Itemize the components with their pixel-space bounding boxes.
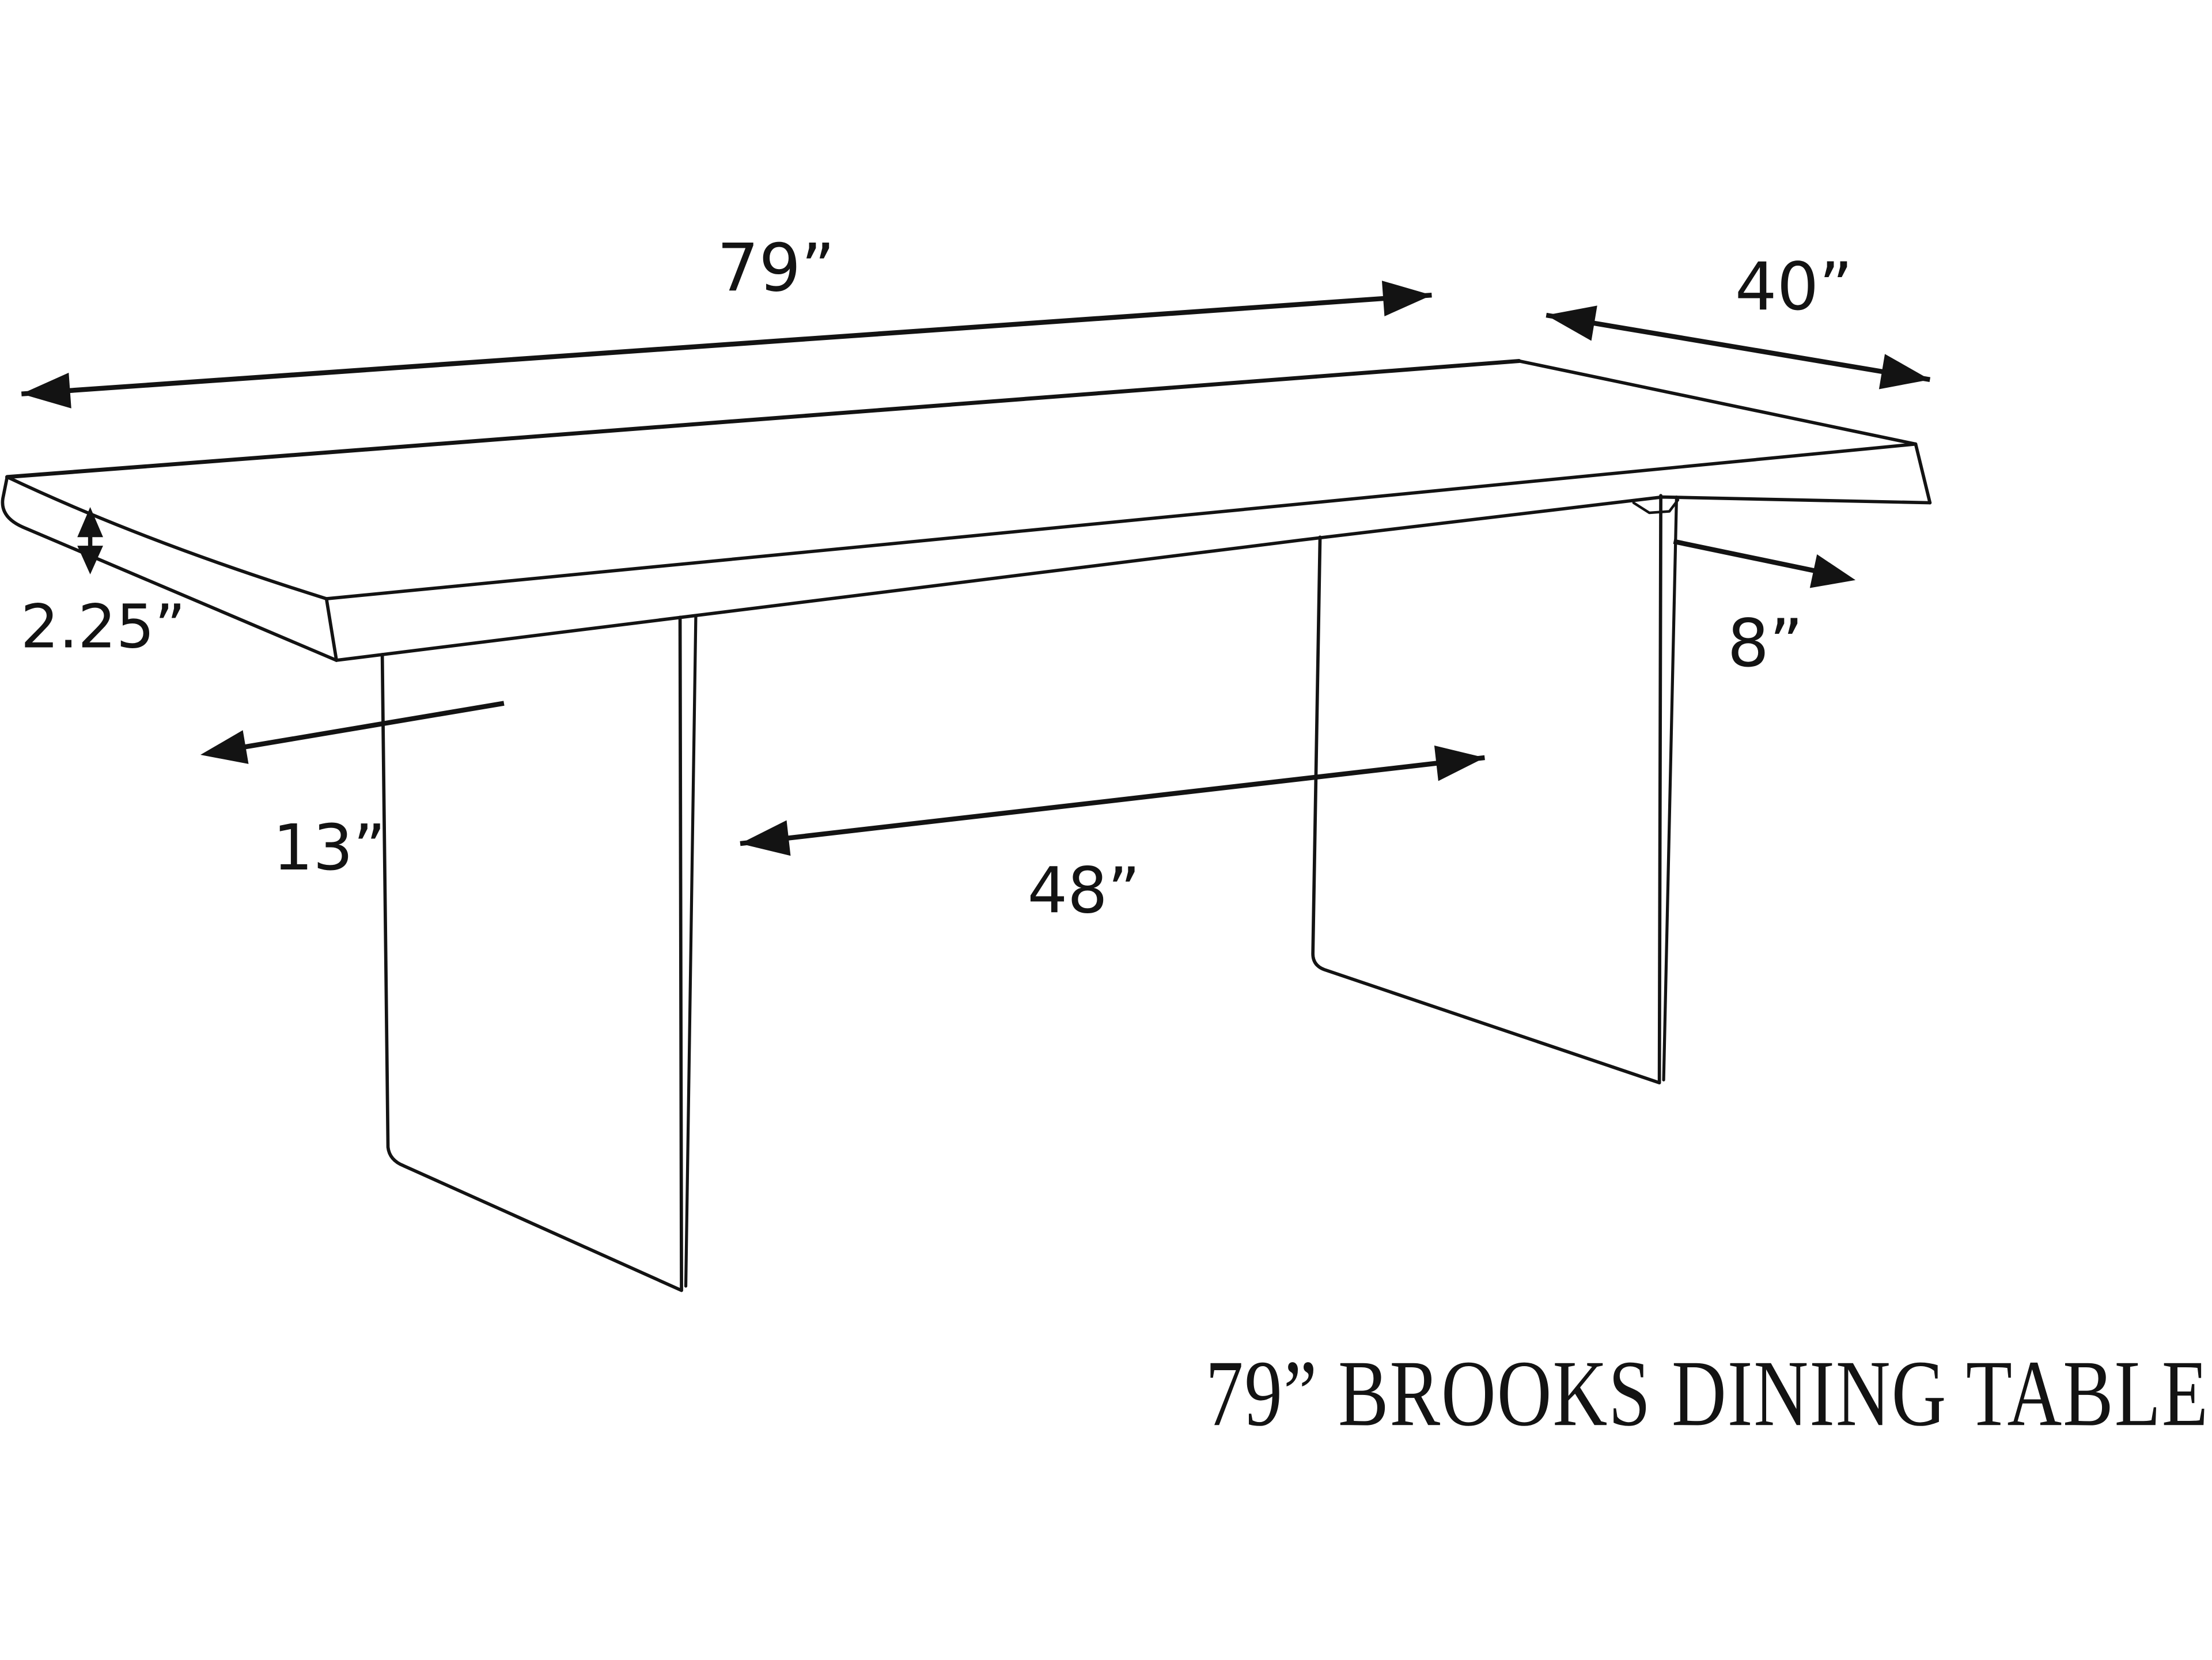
leg-width-dimension-line [1673, 539, 1819, 574]
tabletop-left-end-ridge [5, 475, 328, 600]
dimension-table-width: 40” [1546, 248, 1931, 390]
right-leg-mount-notch [1632, 498, 1680, 515]
leg-spacing-dimension-line [740, 755, 1485, 846]
table-width-right-arrowhead-icon [1878, 354, 1930, 390]
table-width-left-arrowhead-icon [1546, 305, 1597, 341]
dimension-leg-spacing: 48” [740, 745, 1485, 927]
tabletop-left-end-bottom-edge [1, 475, 338, 662]
leg-inset-dimension-line [240, 701, 505, 750]
table-drawing [1, 359, 1932, 1292]
left-leg-side-edge [684, 614, 698, 1288]
right-leg-side-edge [1662, 496, 1679, 1082]
dimension-table-length: 79” [21, 230, 1432, 409]
leg-spacing-label: 48” [1028, 853, 1141, 927]
leg-width-label: 8” [1728, 605, 1804, 682]
tabletop-back-edge [5, 359, 1521, 479]
tabletop-front-left-corner-edge [324, 597, 338, 662]
leg-inset-arrowhead-icon [200, 730, 249, 764]
table-length-dimension-line [21, 292, 1432, 396]
leg-inset-label: 13” [273, 811, 386, 884]
tabletop-front-top-edge [324, 442, 1918, 600]
leg-spacing-right-arrowhead-icon [1434, 745, 1485, 781]
table-length-right-arrowhead-icon [1381, 281, 1432, 316]
leg-width-arrowhead-icon [1809, 554, 1856, 588]
table-width-label: 40” [1735, 248, 1853, 325]
right-leg-front-face [1311, 494, 1662, 1085]
table-width-dimension-line [1546, 312, 1931, 382]
tabletop-front-bottom-edge [335, 495, 1932, 662]
left-leg-front-face [380, 615, 683, 1292]
dimension-top-thickness: 2.25” [21, 507, 185, 662]
tabletop-front-right-corner-edge [1914, 442, 1932, 505]
table-length-label: 79” [717, 230, 835, 307]
dimension-leg-inset: 13” [200, 701, 505, 884]
table-length-left-arrowhead-icon [21, 372, 71, 409]
top-thickness-down-arrowhead-icon [77, 546, 103, 574]
product-title: 79” BROOKS DINING TABLE [1206, 1342, 2209, 1446]
tabletop-right-end-top-edge [1517, 359, 1918, 446]
top-thickness-label: 2.25” [21, 592, 185, 662]
top-thickness-up-arrowhead-icon [77, 507, 103, 538]
leg-spacing-left-arrowhead-icon [740, 820, 791, 856]
dimension-leg-width: 8” [1673, 539, 1856, 682]
